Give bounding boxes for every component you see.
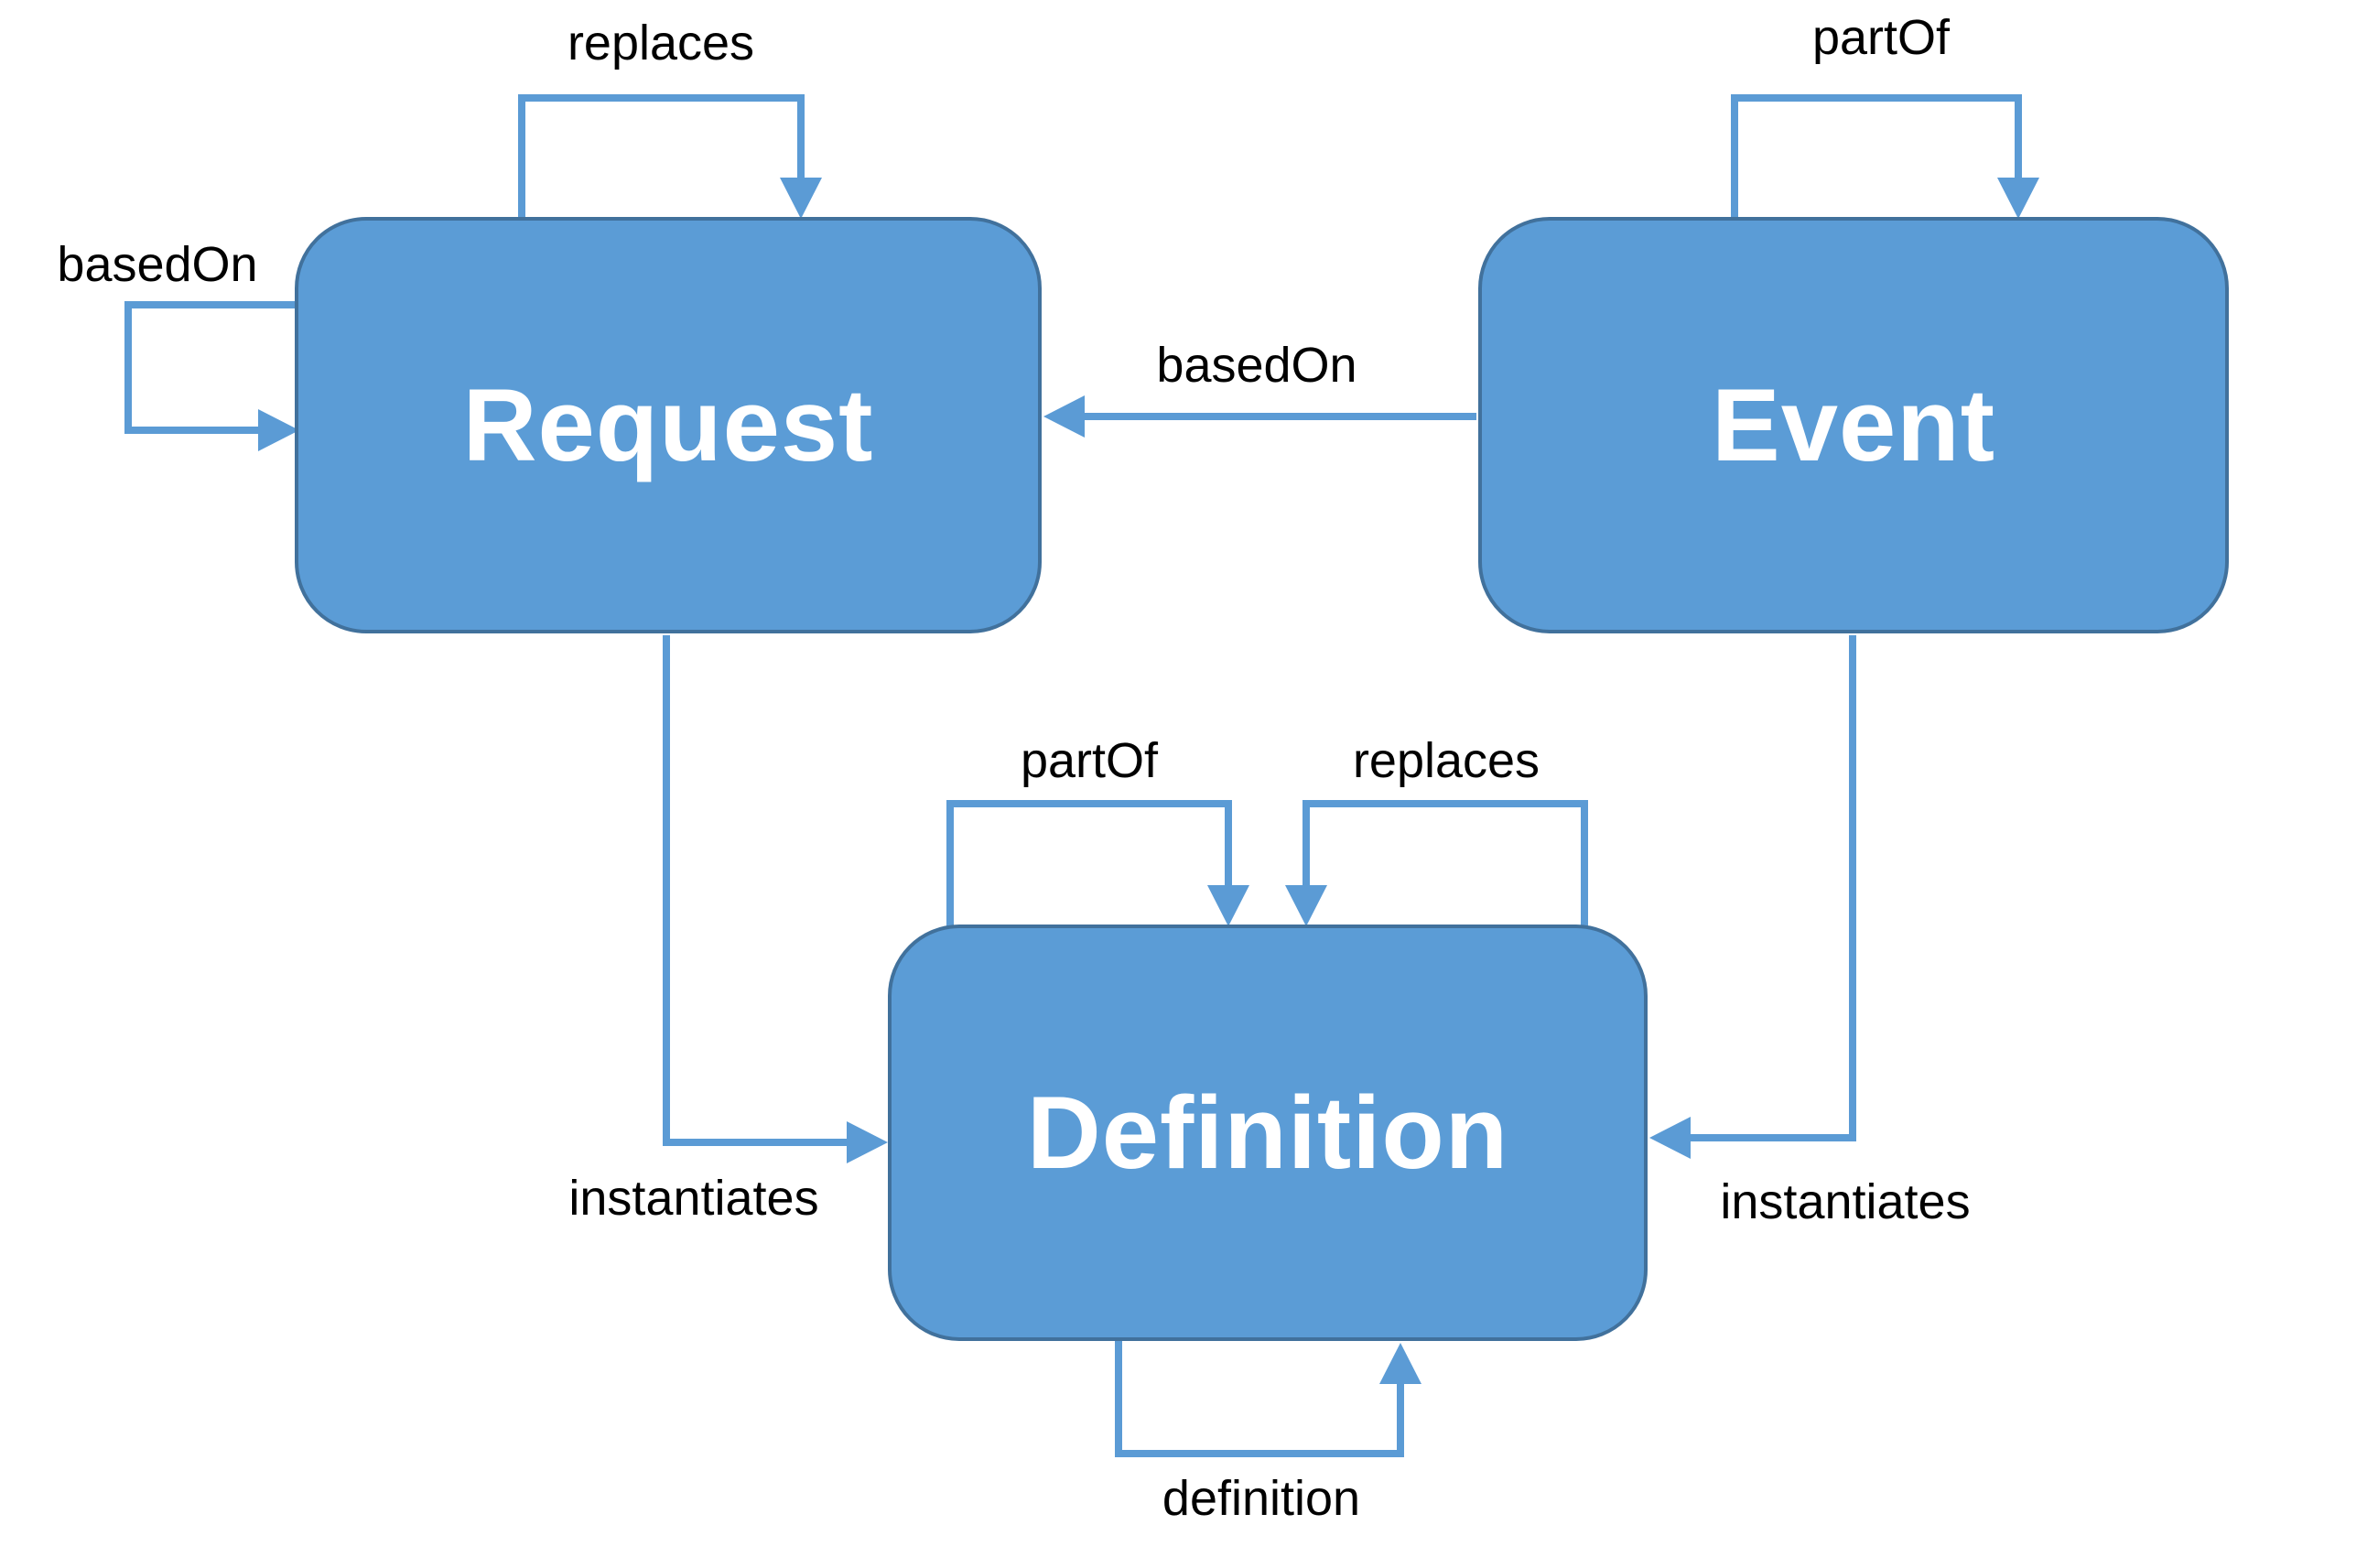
edge-label-partof-event: partOf xyxy=(1811,10,1951,65)
edge-replaces-request-self xyxy=(518,94,822,219)
edge-basedon-event-to-request xyxy=(1043,395,1476,438)
edge-replaces-definition-self xyxy=(1285,800,1588,926)
arrowhead-up-icon xyxy=(1379,1343,1421,1384)
node-definition-label: Definition xyxy=(1026,1076,1509,1190)
node-request-label: Request xyxy=(462,368,874,482)
arrowhead-right-icon xyxy=(847,1121,888,1163)
arrowhead-down-icon xyxy=(1207,885,1249,926)
node-request: Request xyxy=(295,217,1042,633)
node-event-label: Event xyxy=(1712,368,1995,482)
arrowhead-left-icon xyxy=(1043,395,1085,438)
arrowhead-right-icon xyxy=(258,409,299,451)
edge-definition-definition-self xyxy=(1115,1339,1421,1457)
edge-label-partof-definition: partOf xyxy=(1020,733,1159,788)
edge-label-basedon-event-request: basedOn xyxy=(1156,338,1357,393)
node-definition: Definition xyxy=(888,925,1648,1341)
edge-partof-event-self xyxy=(1731,94,2039,219)
edge-basedon-request-self xyxy=(124,301,299,451)
edge-partof-definition-self xyxy=(946,800,1249,926)
edge-label-basedon-request: basedOn xyxy=(57,237,258,292)
arrowhead-left-icon xyxy=(1649,1117,1691,1159)
edge-label-replaces-definition: replaces xyxy=(1352,733,1540,788)
edge-label-replaces-request: replaces xyxy=(567,16,755,70)
edge-label-instantiates-left: instantiates xyxy=(568,1171,819,1226)
arrowhead-down-icon xyxy=(1997,178,2039,219)
node-event: Event xyxy=(1478,217,2229,633)
edge-label-instantiates-right: instantiates xyxy=(1720,1174,1971,1229)
arrowhead-down-icon xyxy=(1285,885,1327,926)
edge-instantiates-request-to-definition xyxy=(663,635,888,1163)
arrowhead-down-icon xyxy=(780,178,822,219)
edge-label-definition: definition xyxy=(1162,1471,1361,1526)
edge-instantiates-event-to-definition xyxy=(1649,635,1856,1159)
